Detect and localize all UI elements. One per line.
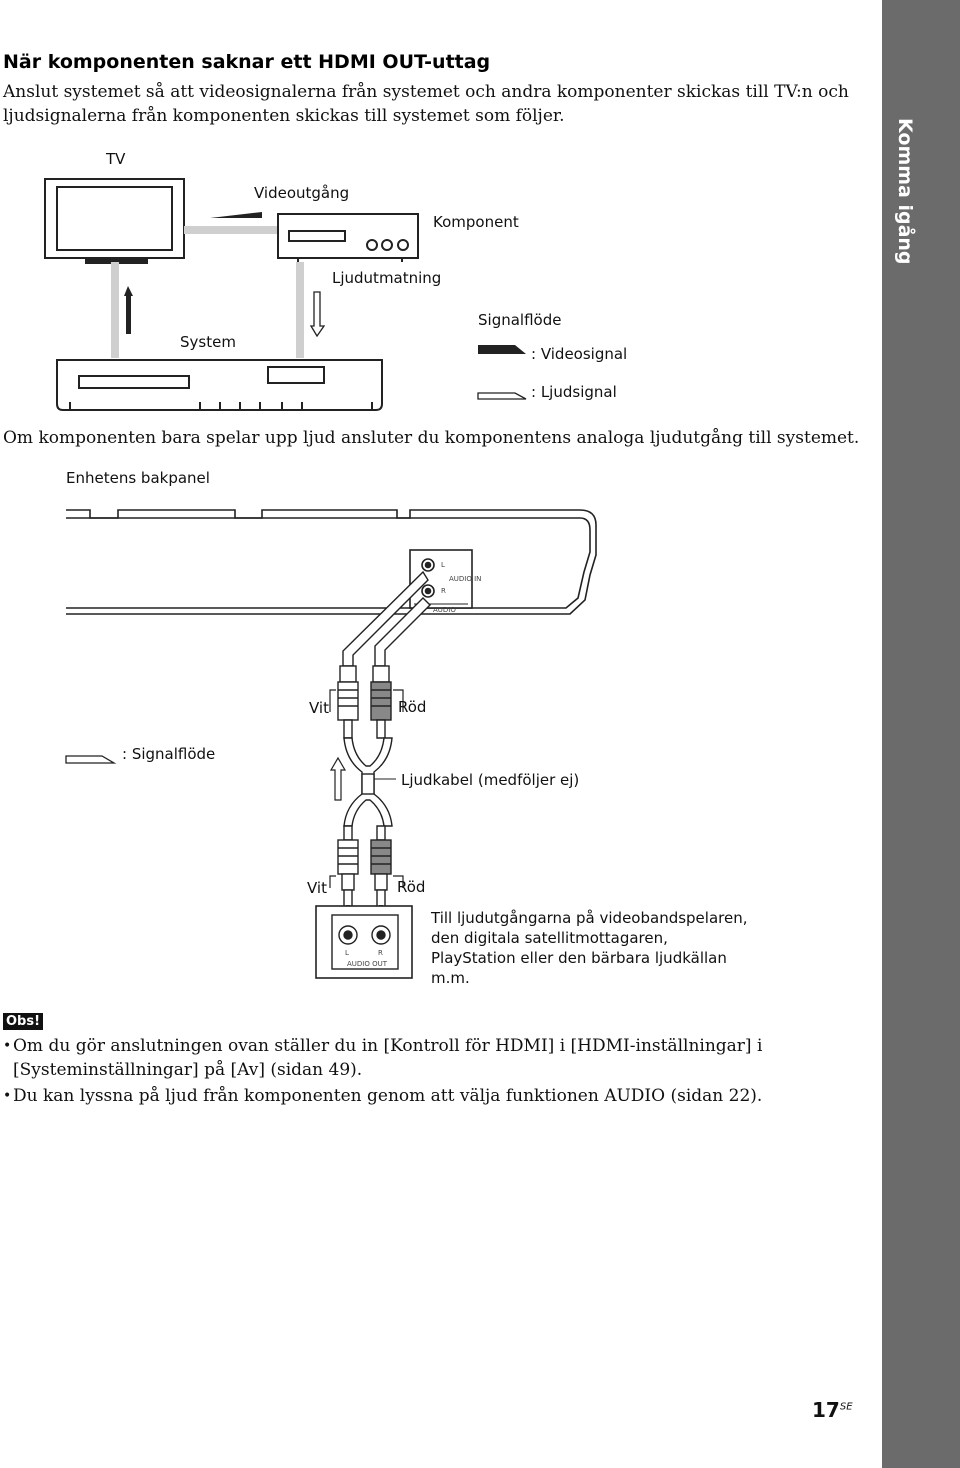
system-label: System	[180, 333, 236, 351]
plug-red-bottom	[370, 825, 392, 891]
video-signal-arrow-icon	[478, 345, 526, 354]
note-badge: Obs!	[3, 1013, 44, 1030]
intro-paragraph: Anslut systemet så att videosignalerna f…	[3, 82, 849, 126]
plug-white-bottom	[337, 825, 359, 891]
red-plug-label-top: Röd	[398, 698, 427, 716]
video-cable	[184, 212, 278, 234]
analog-audio-paragraph: Om komponenten bara spelar upp ljud ansl…	[3, 428, 860, 448]
note-item: Om du gör anslutningen ovan ställer du i…	[3, 1034, 863, 1082]
jack-l-label: L	[441, 561, 445, 569]
page-number: 17SE	[812, 1398, 853, 1422]
video-out-label: Videoutgång	[254, 184, 350, 202]
signal-flow-legend-arrow-icon	[65, 755, 117, 764]
audio-cable-upper	[342, 570, 431, 667]
source-description: Till ljudutgångarna på videobandspelaren…	[431, 909, 748, 987]
white-plug-label-top: Vit	[309, 699, 329, 717]
plug-white-top	[337, 665, 359, 739]
audio-out-label: AUDIO OUT	[347, 960, 388, 968]
red-plug-label-bottom: Röd	[397, 878, 426, 896]
rear-panel-label: Enhetens bakpanel	[66, 469, 210, 487]
video-signal-legend: : Videosignal	[531, 345, 628, 363]
audio-input-label: Ljudutmatning	[332, 269, 442, 287]
component-label: Komponent	[433, 213, 519, 231]
system-to-tv-cable	[111, 262, 133, 358]
component-illustration	[277, 213, 419, 262]
plug-red-top	[370, 665, 392, 739]
rear-panel-illustration	[66, 509, 597, 615]
audio-in-jack-label: AUDIO IN	[449, 575, 481, 583]
audio-signal-legend: : Ljudsignal	[531, 383, 617, 401]
signal-flow-legend: : Signalflöde	[122, 745, 216, 763]
out-l-label: L	[345, 949, 349, 957]
white-plug-label-bottom: Vit	[307, 879, 327, 897]
page-number-suffix: SE	[839, 1401, 853, 1413]
jack-r-label: R	[441, 587, 446, 595]
audio-group-label: AUDIO	[433, 606, 456, 614]
page-number-value: 17	[812, 1398, 840, 1422]
source-output-panel	[315, 905, 413, 979]
audio-cable-label: Ljudkabel (medföljer ej)	[401, 771, 580, 789]
tv-label: TV	[106, 150, 126, 168]
out-r-label: R	[378, 949, 383, 957]
system-illustration	[56, 359, 383, 411]
note-list: Om du gör anslutningen ovan ställer du i…	[3, 1034, 863, 1110]
tv-illustration	[44, 178, 185, 264]
component-to-system-cable	[296, 262, 326, 358]
section-title: När komponenten saknar ett HDMI OUT-utta…	[3, 51, 491, 73]
audio-cable-middle	[343, 737, 393, 827]
signal-flow-label: Signalflöde	[478, 311, 562, 329]
section-sidebar-tab	[882, 0, 960, 1468]
audio-signal-arrow-icon	[477, 392, 527, 400]
note-item: Du kan lyssna på ljud från komponenten g…	[3, 1084, 863, 1108]
cable-signal-flow-arrow-icon	[329, 756, 347, 801]
